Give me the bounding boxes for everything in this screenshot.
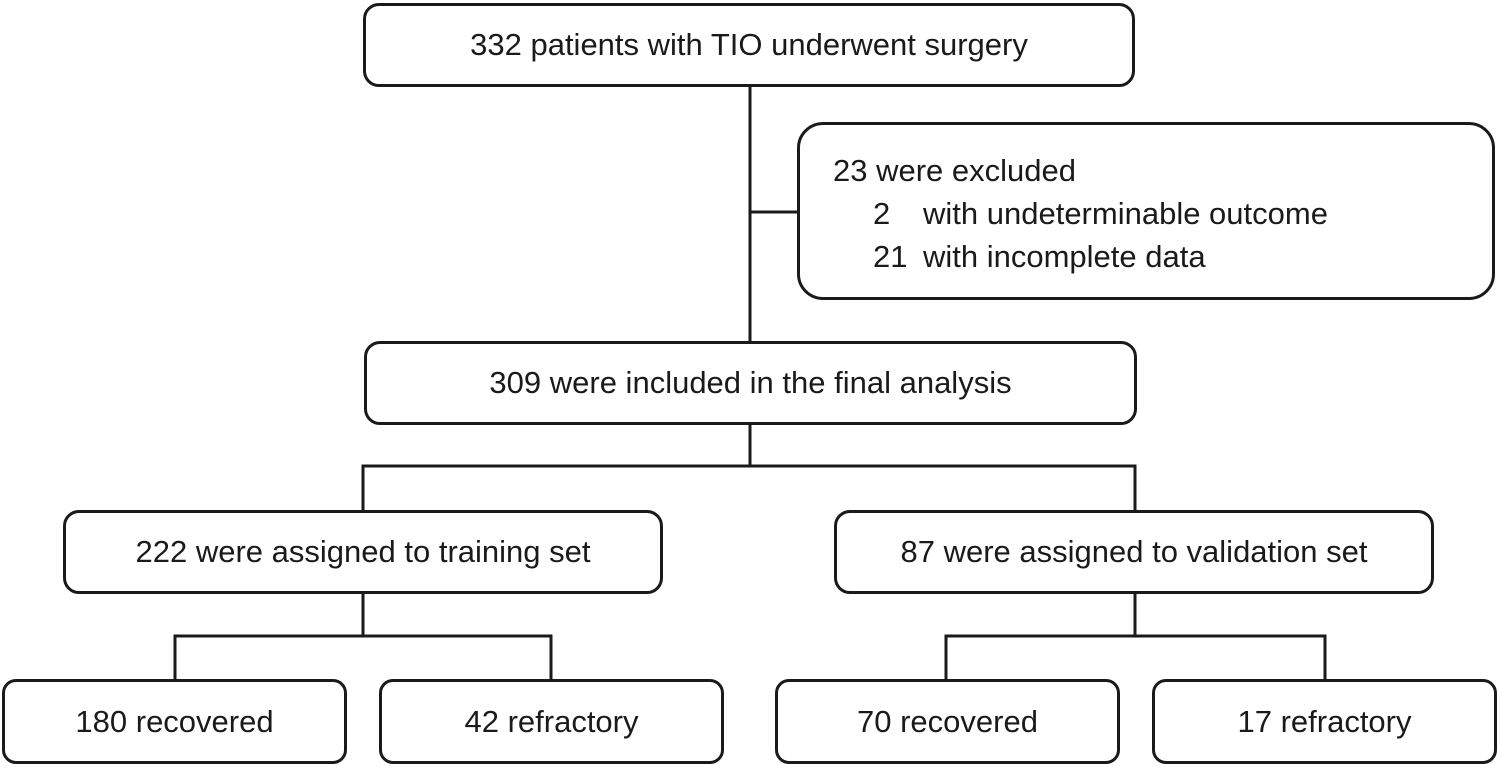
validation-refractory-label: 17 refractory — [1237, 703, 1412, 739]
training-set-box: 222 were assigned to training set — [63, 510, 663, 594]
included-analysis-label: 309 were included in the final analysis — [489, 365, 1012, 400]
training-recovered-label: 180 recovered — [75, 703, 274, 739]
excluded-item: 2 with undeterminable outcome — [833, 192, 1492, 235]
validation-recovered-label: 70 recovered — [857, 703, 1038, 739]
excluded-item-text: with undeterminable outcome — [923, 196, 1328, 231]
training-recovered-box: 180 recovered — [2, 679, 347, 764]
excluded-heading: 23 were excluded — [833, 153, 1076, 188]
validation-refractory-box: 17 refractory — [1152, 679, 1497, 764]
enrolled-patients-box: 332 patients with TIO underwent surgery — [363, 3, 1135, 87]
training-refractory-box: 42 refractory — [379, 679, 724, 764]
excluded-item: 21 with incomplete data — [833, 235, 1492, 278]
included-analysis-box: 309 were included in the final analysis — [364, 341, 1137, 425]
excluded-patients-box: 23 were excluded 2 with undeterminable o… — [797, 122, 1495, 300]
excluded-item-count: 2 — [873, 196, 891, 231]
validation-set-box: 87 were assigned to validation set — [834, 510, 1434, 594]
validation-recovered-box: 70 recovered — [775, 679, 1120, 764]
excluded-item-text: with incomplete data — [923, 239, 1206, 274]
training-set-label: 222 were assigned to training set — [135, 534, 591, 569]
enrolled-patients-label: 332 patients with TIO underwent surgery — [470, 27, 1028, 62]
excluded-item-count: 21 — [873, 239, 908, 274]
validation-set-label: 87 were assigned to validation set — [900, 534, 1368, 569]
training-refractory-label: 42 refractory — [464, 703, 639, 739]
